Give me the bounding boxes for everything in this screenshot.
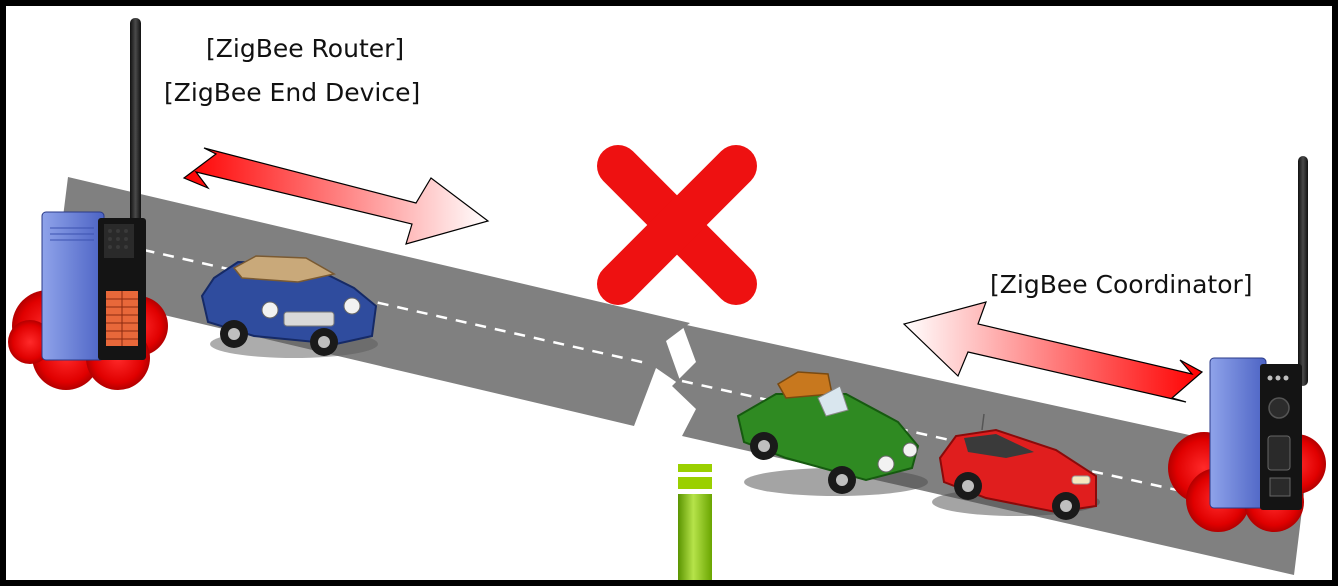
zigbee-module-icon [41, 211, 146, 361]
zigbee-coordinator-device [1168, 156, 1326, 532]
end-device-label: [ZigBee End Device] [164, 78, 421, 107]
signal-pole [678, 464, 712, 580]
antenna [130, 18, 141, 238]
zigbee-router-device [8, 18, 168, 390]
router-label: [ZigBee Router] [206, 34, 405, 63]
antenna [1298, 156, 1308, 386]
coordinator-label: [ZigBee Coordinator] [990, 270, 1253, 299]
signal-arrow-left-icon [902, 301, 1204, 403]
signal-arrow-right-icon [182, 147, 490, 245]
zigbee-module-icon [1209, 357, 1302, 510]
diagram-canvas [8, 18, 1326, 580]
car-icon-green [736, 371, 928, 496]
x-mark-icon [597, 145, 757, 305]
car-icon-blue [200, 255, 378, 358]
car-icon-red [932, 413, 1100, 520]
